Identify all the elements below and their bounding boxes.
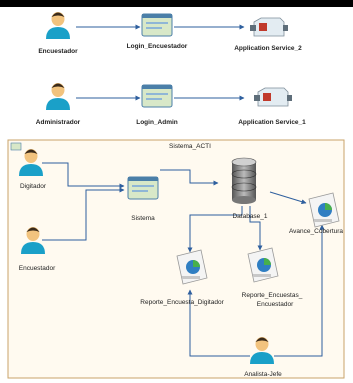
system-frame-icon [10,142,22,151]
avance-label: Avance_Cobertura [289,228,343,235]
reporte-digitador-icon [176,249,208,285]
system-boundary [7,139,345,379]
database-icon [231,157,257,204]
reporte-encuestador-label-2: Encuestador [257,301,294,308]
row1: Encuestador Login_Encuestador Applicatio… [38,12,302,55]
service-2-icon [249,17,289,37]
connector-analista-avance [274,224,325,357]
service-2-label: Application Service_2 [234,45,302,52]
login-admin-icon [141,84,173,108]
analista-label: Analista-Jefe [244,371,282,378]
top-bar [0,0,353,7]
administrador-label: Administrador [36,119,81,126]
system-frame: Sistema_ACTI [7,139,345,379]
sistema-screen-icon [127,176,159,200]
encuestador-label: Encuestador [19,265,56,272]
connector-database-avance [269,191,307,205]
row2: Administrador Login_Admin Application Se… [36,83,306,126]
sistema-label: Sistema [131,215,155,222]
system-title: Sistema_ACTI [169,143,211,150]
encuestador-top-icon [46,12,70,39]
database-label: Database_1 [232,213,267,220]
encuestador-top-label: Encuestador [38,48,78,55]
connector-database-reporte-encuestador [249,206,263,251]
login-encuestador-icon [141,13,173,37]
avance-report-icon [308,192,340,228]
reporte-encuestador-label-1: Reporte_Encuestas_ [242,292,303,299]
administrador-icon [46,83,70,110]
service-1-label: Application Service_1 [238,119,306,126]
connector-database-reporte-digitador [187,206,243,253]
connector-analista-reporte-digitador [187,289,250,357]
service-1-icon [253,87,293,107]
reporte-encuestador-icon [247,247,279,283]
system-connectors [42,162,325,357]
reporte-digitador-label: Reporte_Encuesta_Digitador [140,299,224,306]
connector-encuestador-sistema [42,187,125,241]
connector-digitador-sistema [42,162,125,189]
login-admin-label: Login_Admin [136,119,178,126]
login-encuestador-label: Login_Encuestador [127,43,188,50]
connector-sistema-database [160,169,219,186]
digitador-label: Digitador [20,183,47,190]
